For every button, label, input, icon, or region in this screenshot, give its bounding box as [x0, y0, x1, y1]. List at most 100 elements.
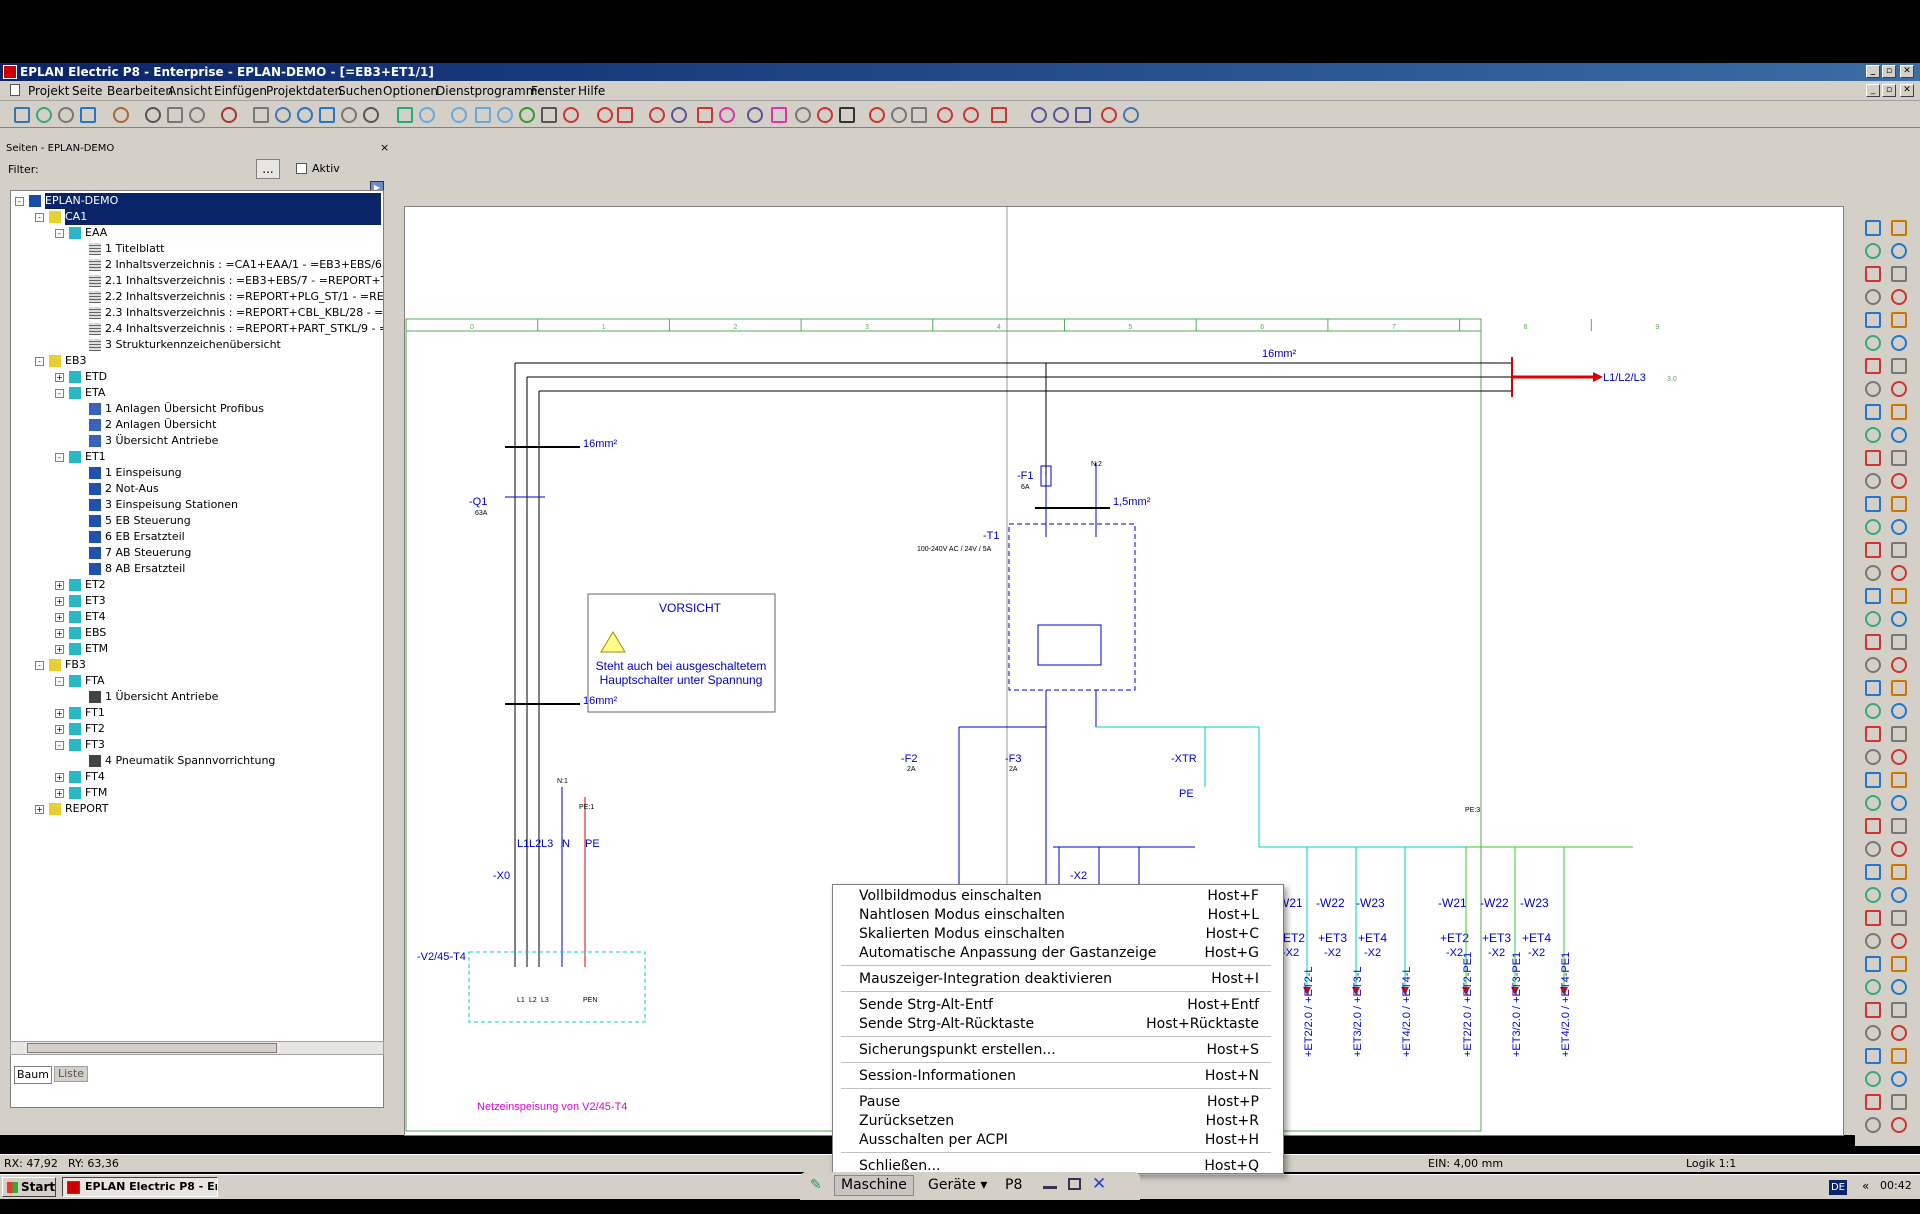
tree-expander[interactable]: -	[35, 357, 44, 366]
symbol-tool-icon[interactable]	[1865, 1071, 1881, 1087]
symbol-tool-icon[interactable]	[1865, 220, 1881, 236]
tree-expander[interactable]: -	[55, 741, 64, 750]
toolbar-tool-icon[interactable]	[617, 107, 633, 123]
tab-liste[interactable]: Liste	[54, 1066, 88, 1082]
toolbar-tool-icon[interactable]	[475, 107, 491, 123]
menu-projektdaten[interactable]: Projektdaten	[266, 84, 343, 98]
symbol-tool-icon[interactable]	[1865, 887, 1881, 903]
tree-item[interactable]: FTM	[85, 786, 108, 799]
symbol-tool-icon[interactable]	[1891, 1048, 1907, 1064]
symbol-tool-icon[interactable]	[1865, 657, 1881, 673]
symbol-tool-icon[interactable]	[1891, 1094, 1907, 1110]
symbol-tool-icon[interactable]	[1891, 726, 1907, 742]
tree-expander[interactable]: +	[35, 805, 44, 814]
symbol-tool-icon[interactable]	[1891, 979, 1907, 995]
symbol-tool-icon[interactable]	[1865, 450, 1881, 466]
symbol-tool-icon[interactable]	[1891, 312, 1907, 328]
tree-item[interactable]: ETM	[85, 642, 109, 655]
symbol-tool-icon[interactable]	[1865, 749, 1881, 765]
tree-expander[interactable]: +	[55, 613, 64, 622]
symbol-tool-icon[interactable]	[1865, 1094, 1881, 1110]
symbol-tool-icon[interactable]	[1891, 335, 1907, 351]
tree-item[interactable]: FB3	[65, 658, 86, 671]
tree-item[interactable]: EAA	[85, 226, 108, 239]
toolbar-tool-icon[interactable]	[771, 107, 787, 123]
toolbar-tool-icon[interactable]	[275, 107, 291, 123]
toolbar-tool-icon[interactable]	[145, 107, 161, 123]
toolbar-tool-icon[interactable]	[167, 107, 183, 123]
symbol-tool-icon[interactable]	[1865, 266, 1881, 282]
tree-expander[interactable]: +	[55, 789, 64, 798]
task-eplan[interactable]: EPLAN Electric P8 - En...	[62, 1177, 218, 1197]
symbol-tool-icon[interactable]	[1891, 496, 1907, 512]
menu-ansicht[interactable]: Ansicht	[168, 84, 213, 98]
toolbar-tool-icon[interactable]	[597, 107, 613, 123]
symbol-tool-icon[interactable]	[1891, 818, 1907, 834]
symbol-tool-icon[interactable]	[1891, 519, 1907, 535]
aktiv-checkbox[interactable]	[296, 163, 307, 174]
doc-close-button[interactable]: ✕	[1900, 84, 1914, 97]
toolbar-tool-icon[interactable]	[869, 107, 885, 123]
tree-item[interactable]: 8 AB Ersatzteil	[105, 562, 186, 575]
symbol-tool-icon[interactable]	[1891, 1071, 1907, 1087]
symbol-tool-icon[interactable]	[1865, 427, 1881, 443]
symbol-tool-icon[interactable]	[1891, 266, 1907, 282]
minimize-vm-icon[interactable]	[1043, 1179, 1057, 1189]
language-indicator[interactable]: DE	[1829, 1180, 1847, 1195]
menu-dienstprogramme[interactable]: Dienstprogramme	[436, 84, 545, 98]
toolbar-tool-icon[interactable]	[563, 107, 579, 123]
tree-item[interactable]: ET3	[85, 594, 106, 607]
tree-expander[interactable]: -	[35, 661, 44, 670]
toolbar-tool-icon[interactable]	[697, 107, 713, 123]
symbol-tool-icon[interactable]	[1865, 910, 1881, 926]
symbol-tool-icon[interactable]	[1865, 335, 1881, 351]
tree-expander[interactable]: +	[55, 725, 64, 734]
tree-item[interactable]: ET4	[85, 610, 106, 623]
toolbar-tool-icon[interactable]	[221, 107, 237, 123]
symbol-tool-icon[interactable]	[1891, 703, 1907, 719]
toolbar-tool-icon[interactable]	[451, 107, 467, 123]
tree-item[interactable]: 3 Einspeisung Stationen	[105, 498, 239, 511]
tree-item[interactable]: ET1	[85, 450, 106, 463]
doc-restore-button[interactable]: ▫	[1882, 84, 1896, 97]
symbol-tool-icon[interactable]	[1865, 1025, 1881, 1041]
tree-item[interactable]: ET2	[85, 578, 106, 591]
pin-icon[interactable]: ✎	[810, 1177, 822, 1193]
toolbar-tool-icon[interactable]	[649, 107, 665, 123]
symbol-tool-icon[interactable]	[1865, 588, 1881, 604]
tree-item[interactable]: FT4	[85, 770, 105, 783]
symbol-tool-icon[interactable]	[1891, 289, 1907, 305]
tree-expander[interactable]: +	[55, 629, 64, 638]
tree-item[interactable]: 1 Titelblatt	[105, 242, 165, 255]
toolbar-tool-icon[interactable]	[58, 107, 74, 123]
doc-minimize-button[interactable]: _	[1866, 84, 1880, 97]
symbol-tool-icon[interactable]	[1891, 864, 1907, 880]
tree-item[interactable]: 2.3 Inhaltsverzeichnis : =REPORT+CBL_KBL…	[105, 306, 384, 319]
toolbar-tool-icon[interactable]	[1053, 107, 1069, 123]
tree-hscroll-thumb[interactable]	[27, 1043, 277, 1053]
menu-optionen[interactable]: Optionen	[383, 84, 439, 98]
symbol-tool-icon[interactable]	[1865, 772, 1881, 788]
toolbar-tool-icon[interactable]	[1075, 107, 1091, 123]
symbol-tool-icon[interactable]	[1891, 1002, 1907, 1018]
symbol-tool-icon[interactable]	[1865, 680, 1881, 696]
symbol-tool-icon[interactable]	[1891, 243, 1907, 259]
menu-bearbeiten[interactable]: Bearbeiten	[107, 84, 173, 98]
tree-item[interactable]: 2.2 Inhaltsverzeichnis : =REPORT+PLG_ST/…	[105, 290, 384, 303]
symbol-tool-icon[interactable]	[1891, 795, 1907, 811]
toolbar-tool-icon[interactable]	[541, 107, 557, 123]
tree-item[interactable]: EBS	[85, 626, 107, 639]
tree-item[interactable]: ETA	[85, 386, 106, 399]
symbol-tool-icon[interactable]	[1891, 887, 1907, 903]
symbol-tool-icon[interactable]	[1891, 772, 1907, 788]
toolbar-tool-icon[interactable]	[419, 107, 435, 123]
symbol-tool-icon[interactable]	[1865, 818, 1881, 834]
symbol-tool-icon[interactable]	[1865, 289, 1881, 305]
toolbar-tool-icon[interactable]	[891, 107, 907, 123]
tree-item[interactable]: 1 Anlagen Übersicht Profibus	[105, 402, 265, 415]
symbol-tool-icon[interactable]	[1865, 864, 1881, 880]
